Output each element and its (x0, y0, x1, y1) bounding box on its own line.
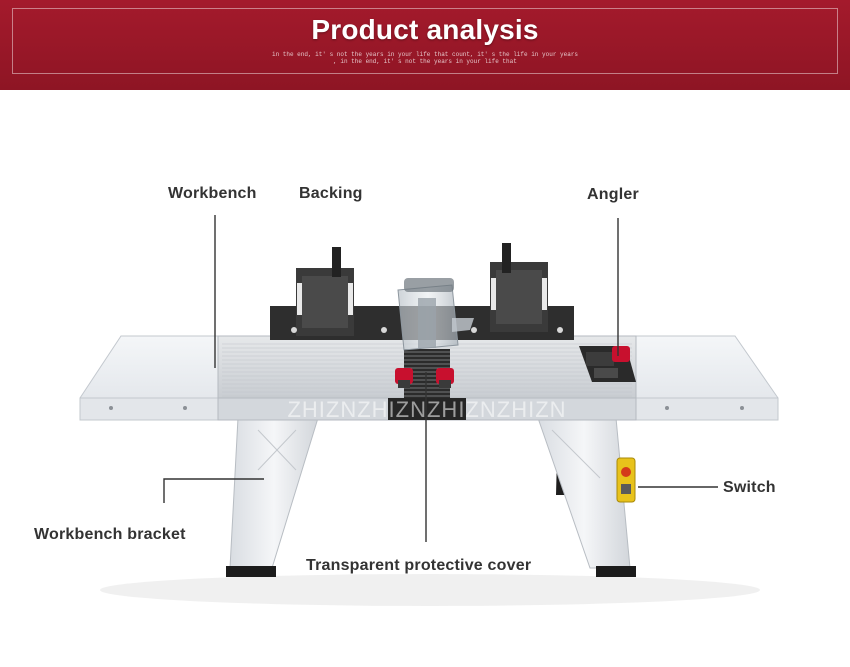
label-workbench-bracket: Workbench bracket (34, 526, 186, 543)
table-top (79, 335, 779, 421)
floor-shadow (100, 574, 760, 606)
label-workbench: Workbench (168, 185, 257, 202)
leader-line-workbench-bracket (163, 478, 264, 503)
switch-box (616, 457, 636, 503)
banner-subtitle-line-1: in the end, it' s not the years in your … (271, 51, 579, 58)
label-switch: Switch (723, 479, 776, 496)
label-angler: Angler (587, 186, 639, 203)
banner-title: Product analysis (311, 14, 539, 45)
left-leg (226, 417, 319, 577)
protective-cover (397, 278, 474, 351)
router-table-illustration: ZHIZNZHIZNZHIZNZHIZN (79, 215, 779, 606)
banner-frame (12, 8, 838, 74)
plate-ribbing (222, 343, 632, 397)
red-knobs (395, 368, 454, 388)
watermark-text: ZHIZNZHIZNZHIZNZHIZN (287, 397, 566, 422)
angler (579, 346, 636, 382)
leader-lines (163, 215, 718, 542)
label-backing: Backing (299, 185, 363, 202)
banner-subtitle-line-2: , in the end, it' s not the years in you… (333, 58, 517, 65)
header-banner: Product analysis in the end, it' s not t… (0, 0, 850, 90)
label-protective-cover: Transparent protective cover (306, 557, 532, 574)
